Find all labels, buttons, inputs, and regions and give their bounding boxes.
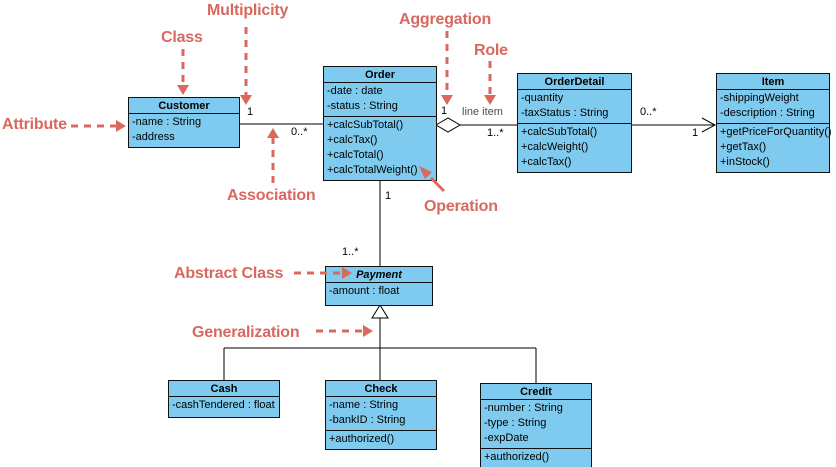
operation-row: +calcWeight() [521, 141, 589, 153]
multiplicity-customer-end: 1 [247, 106, 254, 118]
class-payment[interactable]: Payment -amount : float [325, 266, 433, 306]
class-credit-operations: +authorized() [481, 448, 591, 467]
class-payment-attributes: -amount : float [326, 283, 432, 301]
class-credit-attributes: -number : String -type : String -expDate [481, 400, 591, 448]
attribute-row: -cashTendered : float [172, 399, 275, 411]
class-customer[interactable]: Customer -name : String -address [128, 97, 240, 148]
attribute-row: -status : String [327, 100, 398, 112]
class-credit-title: Credit [481, 384, 591, 400]
annotation-role: Role [474, 42, 508, 59]
class-order-title: Order [324, 67, 436, 83]
class-orderdetail-operations: +calcSubTotal() +calcWeight() +calcTax() [518, 123, 631, 172]
annotation-generalization: Generalization [192, 324, 300, 341]
attribute-row: -description : String [720, 107, 815, 119]
multiplicity-aggregation-end: 1 [441, 105, 448, 117]
operation-row: +calcSubTotal() [327, 119, 404, 131]
attribute-row: -type : String [484, 417, 547, 429]
class-order[interactable]: Order -date : date -status : String +cal… [323, 66, 437, 181]
aggregation-diamond [435, 117, 461, 133]
class-order-operations: +calcSubTotal() +calcTax() +calcTotal() … [324, 116, 436, 180]
class-cash-attributes: -cashTendered : float [169, 397, 279, 415]
annotation-association: Association [227, 187, 316, 204]
role-line-item: line item [462, 106, 503, 118]
annotation-multiplicity: Multiplicity [207, 2, 289, 19]
attribute-row: -name : String [132, 116, 202, 128]
attribute-row: -taxStatus : String [521, 107, 609, 119]
attribute-row: -address [132, 131, 175, 143]
class-item-title: Item [717, 74, 829, 90]
annotation-abstract-class: Abstract Class [174, 265, 284, 282]
class-orderdetail-attributes: -quantity -taxStatus : String [518, 90, 631, 123]
multiplicity-orderdetail-item-end: 0..* [640, 106, 657, 118]
operation-row: +inStock() [720, 156, 770, 168]
attribute-row: -name : String [329, 399, 399, 411]
class-check-title: Check [326, 381, 436, 397]
class-item-attributes: -shippingWeight -description : String [717, 90, 829, 123]
multiplicity-order-end: 0..* [291, 126, 308, 138]
multiplicity-payment-end: 1..* [342, 246, 359, 258]
class-check[interactable]: Check -name : String -bankID : String +a… [325, 380, 437, 450]
class-cash[interactable]: Cash -cashTendered : float [168, 380, 280, 418]
attribute-row: -quantity [521, 92, 564, 104]
attribute-row: -amount : float [329, 285, 400, 297]
multiplicity-orderdetail-end: 1..* [487, 127, 504, 139]
class-customer-attributes: -name : String -address [129, 114, 239, 147]
attribute-row: -bankID : String [329, 414, 406, 426]
operation-row: +getPriceForQuantity() [720, 126, 832, 138]
annotation-operation: Operation [424, 198, 498, 215]
class-orderdetail-title: OrderDetail [518, 74, 631, 90]
generalization-triangle [371, 304, 389, 319]
class-item-operations: +getPriceForQuantity() +getTax() +inStoc… [717, 123, 832, 172]
attribute-row: -shippingWeight [720, 92, 799, 104]
class-orderdetail[interactable]: OrderDetail -quantity -taxStatus : Strin… [517, 73, 632, 173]
multiplicity-order-payment-end: 1 [385, 190, 392, 202]
attribute-row: -number : String [484, 402, 563, 414]
operation-row: +calcTax() [327, 134, 378, 146]
operation-row: +authorized() [329, 433, 395, 445]
open-arrowhead-item [701, 117, 717, 133]
class-cash-title: Cash [169, 381, 279, 397]
class-check-attributes: -name : String -bankID : String [326, 397, 436, 430]
operation-row: +calcSubTotal() [521, 126, 598, 138]
operation-row: +calcTax() [521, 156, 572, 168]
attribute-row: -date : date [327, 85, 383, 97]
operation-row: +authorized() [484, 451, 550, 463]
class-item[interactable]: Item -shippingWeight -description : Stri… [716, 73, 832, 173]
operation-row: +calcTotalWeight() [327, 164, 418, 176]
class-order-attributes: -date : date -status : String [324, 83, 436, 116]
annotation-attribute: Attribute [2, 116, 67, 133]
class-check-operations: +authorized() [326, 430, 436, 449]
class-customer-title: Customer [129, 98, 239, 114]
operation-row: +getTax() [720, 141, 767, 153]
class-payment-title: Payment [326, 267, 432, 283]
multiplicity-item-end: 1 [692, 127, 699, 139]
operation-row: +calcTotal() [327, 149, 384, 161]
annotation-aggregation: Aggregation [399, 11, 492, 28]
class-credit[interactable]: Credit -number : String -type : String -… [480, 383, 592, 467]
attribute-row: -expDate [484, 432, 529, 444]
annotation-class: Class [161, 29, 203, 46]
